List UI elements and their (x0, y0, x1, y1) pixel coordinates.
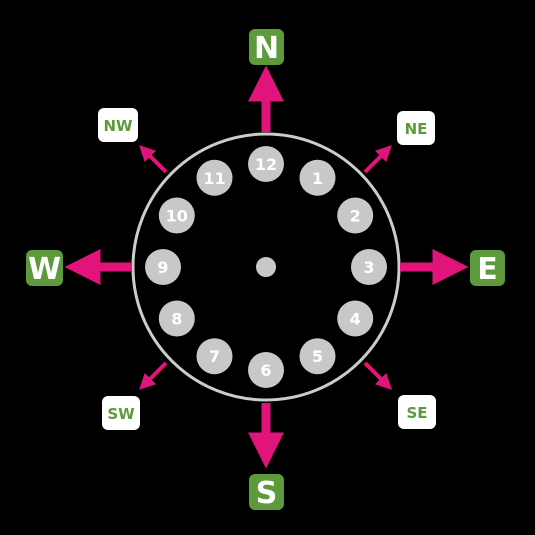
label-nw-box (98, 108, 138, 142)
hour-marker-circle (158, 197, 195, 234)
hour-marker-circle (337, 197, 374, 234)
clock-ring (131, 132, 401, 402)
label-s-text: S (256, 476, 278, 511)
hour-marker-12: 12 (248, 146, 284, 182)
hour-marker-4: 4 (337, 300, 374, 337)
hour-marker-7: 7 (196, 338, 233, 375)
label-nw: NW (98, 108, 138, 142)
hour-marker-label: 2 (350, 207, 361, 226)
hour-marker-label: 12 (255, 155, 277, 174)
label-ne: NE (397, 111, 435, 145)
label-n-box (249, 29, 284, 65)
arrow-ne (363, 145, 392, 174)
label-ne-text: NE (405, 120, 428, 138)
hour-marker-label: 9 (157, 258, 168, 277)
label-n-text: N (254, 31, 279, 66)
hour-marker-label: 6 (260, 361, 271, 380)
hour-marker-circle (248, 146, 284, 182)
hour-marker-circle (196, 338, 233, 375)
label-ne-box (397, 111, 435, 145)
clock-center-dot (256, 257, 276, 277)
hour-marker-11: 11 (196, 159, 233, 196)
label-se-text: SE (406, 404, 427, 422)
label-se-box (398, 395, 436, 429)
hour-marker-label: 11 (203, 169, 225, 188)
hour-marker-circle (145, 249, 181, 285)
hour-marker-circle (248, 352, 284, 388)
hour-marker-circle (299, 159, 336, 196)
label-sw-box (102, 396, 140, 430)
label-nw-text: NW (103, 117, 133, 135)
hour-marker-5: 5 (299, 338, 336, 375)
label-w: W (26, 250, 63, 287)
label-e-text: E (477, 252, 498, 287)
label-w-text: W (28, 252, 61, 287)
hour-marker-circle (351, 249, 387, 285)
hour-marker-circle (196, 159, 233, 196)
hour-marker-6: 6 (248, 352, 284, 388)
hour-marker-label: 8 (171, 310, 182, 329)
arrow-sw (139, 361, 168, 390)
hour-marker-3: 3 (351, 249, 387, 285)
label-e-box (470, 250, 505, 286)
label-e: E (470, 250, 505, 287)
label-w-box (26, 250, 63, 286)
label-sw-text: SW (107, 405, 135, 423)
hour-marker-label: 4 (350, 310, 361, 329)
hour-marker-circle (158, 300, 195, 337)
label-n: N (249, 29, 284, 66)
hour-marker-circle (299, 338, 336, 375)
hour-marker-2: 2 (337, 197, 374, 234)
hour-marker-8: 8 (158, 300, 195, 337)
hour-marker-10: 10 (158, 197, 195, 234)
direction-arrows (64, 65, 469, 469)
hour-marker-label: 10 (166, 207, 188, 226)
hour-marker-label: 5 (312, 347, 323, 366)
arrow-nw (139, 145, 168, 174)
label-se: SE (398, 395, 436, 429)
hour-marker-9: 9 (145, 249, 181, 285)
hour-marker-circle (337, 300, 374, 337)
hour-marker-label: 1 (312, 169, 323, 188)
arrow-se (363, 361, 392, 390)
hour-marker-label: 7 (209, 347, 220, 366)
hour-marker-1: 1 (299, 159, 336, 196)
label-sw: SW (102, 396, 140, 430)
hour-marker-label: 3 (363, 258, 374, 277)
label-s: S (249, 474, 284, 511)
label-s-box (249, 474, 284, 510)
